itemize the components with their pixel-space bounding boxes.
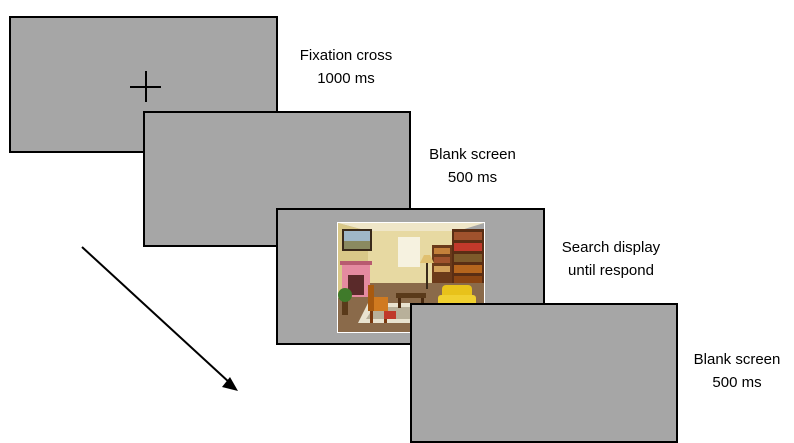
blank-screen-1-label: Blank screen 500 ms	[411, 143, 534, 189]
blank-screen-1-title: Blank screen	[429, 146, 516, 163]
search-display-title: Search display	[561, 239, 661, 256]
blank-screen-2	[410, 303, 678, 443]
fixation-label-title: Fixation cross	[299, 47, 393, 64]
blank-screen-2-title: Blank screen	[693, 351, 781, 368]
time-arrow-icon	[81, 246, 238, 391]
search-display-duration: until respond	[568, 262, 654, 279]
living-room-scene-image	[337, 222, 485, 333]
blank-screen-1-duration: 500 ms	[447, 169, 498, 186]
blank-screen-2-duration: 500 ms	[712, 374, 762, 391]
blank-screen-2-label: Blank screen 500 ms	[680, 348, 794, 394]
search-display-label: Search display until respond	[546, 236, 676, 282]
fixation-cross-vertical	[145, 71, 147, 102]
fixation-label: Fixation cross 1000 ms	[278, 44, 414, 90]
fixation-label-duration: 1000 ms	[317, 70, 375, 87]
